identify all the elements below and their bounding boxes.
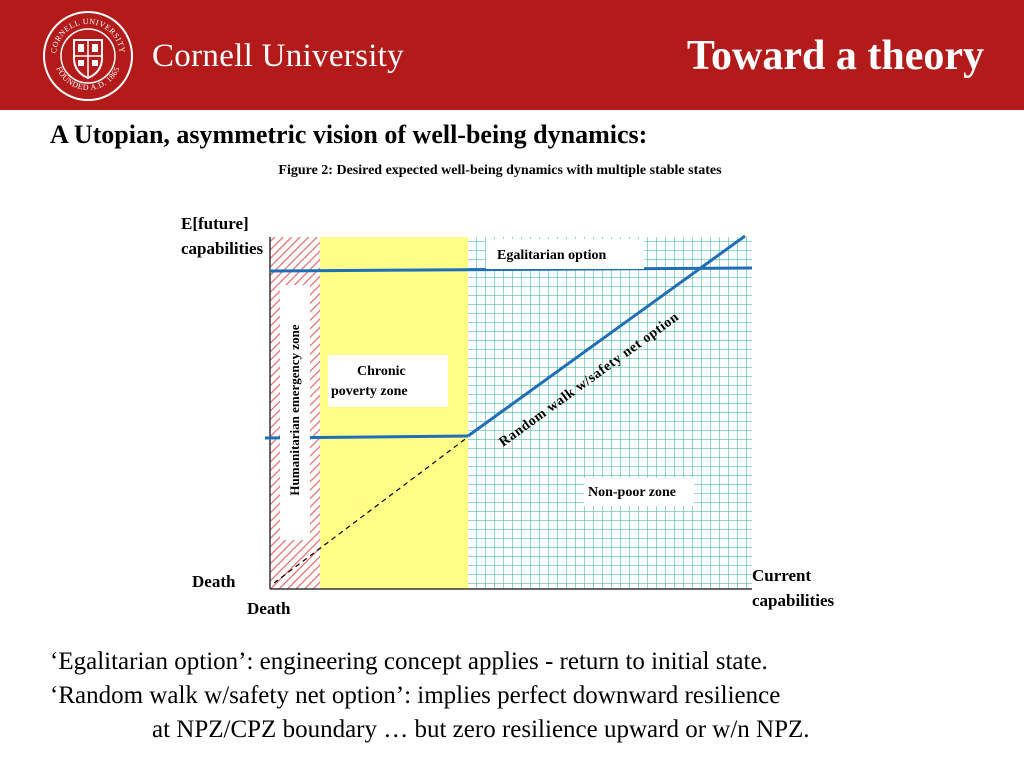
cornell-seal-logo: CORNELL UNIVERSITY FOUNDED A.D. 1865 — [43, 11, 133, 101]
egalitarian-line — [269, 266, 753, 273]
svg-text:Chronic poverty zone: Chronic poverty zone — [331, 364, 409, 399]
chronic-label-line1: Chronic — [357, 364, 406, 379]
chronic-label-line2: poverty zone — [331, 384, 408, 399]
humanitarian-label-box — [280, 285, 310, 540]
non-poor-zone-area — [468, 237, 752, 589]
non-poor-label-box — [584, 478, 694, 506]
slide-subtitle: A Utopian, asymmetric vision of well-bei… — [50, 120, 648, 149]
egalitarian-option-label: Egalitarian option — [497, 248, 607, 263]
note-random-walk-continued: at NPZ/CPZ boundary … but zero resilienc… — [152, 716, 810, 743]
x-axis-label-line2: capabilities — [752, 591, 835, 610]
x-death-label: Death — [247, 599, 291, 618]
x-axis-label-line1: Current — [752, 566, 812, 585]
note-random-walk: ‘Random walk w/safety net option’: impli… — [50, 682, 781, 709]
humanitarian-zone-label: Humanitarian emergency zone — [287, 324, 302, 495]
non-poor-zone-label: Non-poor zone — [588, 485, 676, 500]
header-bar: CORNELL UNIVERSITY FOUNDED A.D. 1865 Cor… — [0, 0, 1024, 110]
svg-text:E[future] capabilities: E[future] capabilities — [181, 214, 264, 258]
figure-caption: Figure 2: Desired expected well-being dy… — [278, 163, 722, 178]
brand-name: Cornell University — [152, 38, 404, 74]
egalitarian-label-box — [486, 239, 644, 269]
wellbeing-dynamics-diagram: Humanitarian emergency zone Chronic pove… — [181, 214, 835, 618]
y-axis-label-line1: E[future] — [181, 214, 249, 233]
chronic-label-box — [328, 355, 448, 407]
chronic-poverty-zone-area — [320, 237, 468, 589]
svg-text:Current capabilities: Current capabilities — [752, 566, 835, 610]
y-axis-label-line2: capabilities — [181, 239, 264, 258]
slide-title: Toward a theory — [686, 33, 984, 79]
y-death-label: Death — [192, 572, 236, 591]
forty-five-degree-line — [273, 436, 469, 584]
note-egalitarian: ‘Egalitarian option’: engineering concep… — [50, 648, 768, 675]
random-walk-line — [467, 234, 746, 438]
notes-block: ‘Egalitarian option’: engineering concep… — [50, 645, 1010, 747]
